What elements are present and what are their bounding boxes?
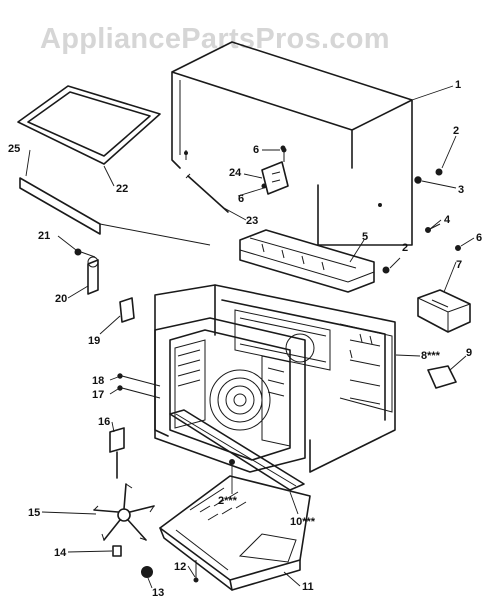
callout-3: 3	[458, 184, 464, 196]
callout-12: 12	[174, 561, 186, 573]
outer-cabinet-wrapper	[171, 41, 413, 246]
glass-tray	[17, 85, 161, 165]
callout-22: 22	[116, 183, 128, 195]
callout-21: 21	[38, 230, 50, 242]
callout-16: 16	[98, 416, 110, 428]
screw-6-mid	[261, 183, 267, 189]
long-screw	[185, 173, 229, 213]
callout-11: 11	[302, 581, 314, 593]
callout-25: 25	[8, 143, 20, 155]
lamp-holder	[87, 256, 99, 295]
callout-6-top: 6	[253, 144, 259, 156]
screw-21	[74, 248, 96, 258]
callout-6-right: 6	[476, 232, 482, 244]
screws-17-18	[117, 373, 161, 399]
screw-2-lower	[229, 459, 235, 465]
callout-7: 7	[456, 259, 462, 271]
callout-24: 24	[229, 167, 242, 179]
stirrer-fan	[93, 483, 155, 541]
screw-12	[193, 560, 199, 583]
main-chassis	[154, 284, 396, 473]
screw-4	[425, 223, 441, 233]
callout-20: 20	[55, 293, 67, 305]
callout-2-lower: 2***	[218, 495, 238, 507]
screw-6-right	[455, 245, 461, 251]
callout-23: 23	[246, 215, 258, 227]
callout-numbers: 1 2 3 4 5 2 6 7 8*** 9 6 24 6 23 25 22 2…	[8, 79, 482, 599]
screw-3	[414, 176, 422, 184]
screw-2a	[435, 168, 443, 176]
front-frame	[154, 317, 306, 473]
callout-9: 9	[466, 347, 472, 359]
callout-1: 1	[455, 79, 461, 91]
leader-lines	[25, 85, 475, 589]
lower-rail	[169, 409, 305, 491]
callout-19: 19	[88, 335, 100, 347]
callout-6-mid: 6	[238, 193, 244, 205]
screw-2b	[382, 266, 390, 274]
callout-2-top: 2	[453, 125, 459, 137]
callout-17: 17	[92, 389, 104, 401]
callout-13: 13	[152, 587, 164, 599]
callout-5: 5	[362, 231, 368, 243]
callout-2-rail: 2	[402, 242, 408, 254]
bottom-pan	[159, 475, 311, 591]
callout-18: 18	[92, 375, 104, 387]
top-rail	[239, 229, 375, 293]
callout-4: 4	[444, 214, 451, 226]
label-plate	[427, 365, 457, 389]
screw-6-top	[280, 145, 286, 151]
callout-8: 8***	[421, 350, 441, 362]
seal-strip	[19, 177, 211, 246]
foot	[141, 566, 153, 578]
stirrer-coupler	[109, 427, 125, 479]
callout-10: 10***	[290, 516, 316, 528]
spacer	[112, 545, 122, 557]
control-module	[417, 289, 471, 333]
callout-14: 14	[54, 547, 67, 559]
small-bracket	[119, 297, 135, 323]
callout-15: 15	[28, 507, 40, 519]
watermark-text: AppliancePartsPros.com	[40, 23, 390, 55]
